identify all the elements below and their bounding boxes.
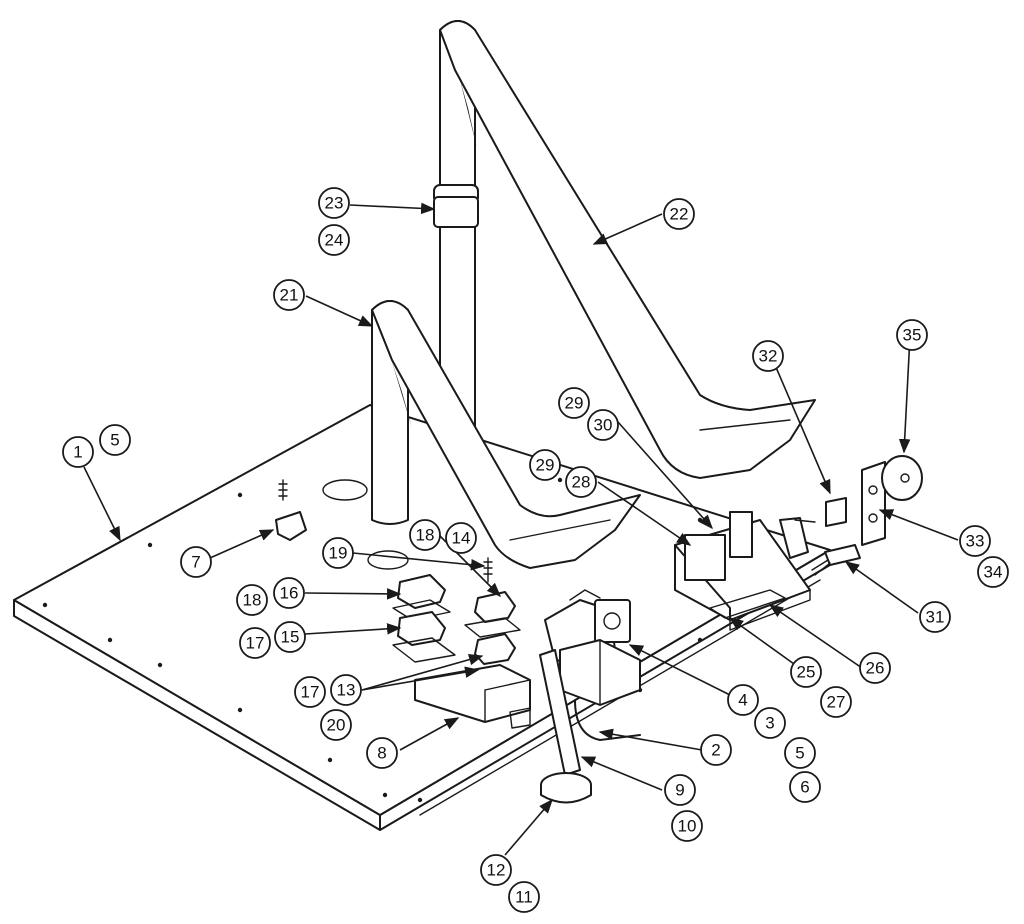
svg-text:16: 16: [280, 584, 299, 603]
callout-22: 22: [663, 198, 695, 230]
callout-8: 8: [366, 737, 398, 769]
svg-text:5: 5: [110, 431, 119, 450]
callout-32: 32: [752, 340, 784, 372]
gas-valve-assembly: [544, 589, 641, 706]
svg-text:1: 1: [73, 443, 82, 462]
svg-text:17: 17: [301, 683, 320, 702]
disc-35: [881, 455, 923, 501]
callout-10: 10: [671, 810, 703, 842]
callout-21: 21: [273, 279, 305, 311]
svg-text:18: 18: [416, 526, 435, 545]
svg-text:3: 3: [765, 714, 774, 733]
svg-text:35: 35: [903, 326, 922, 345]
callout-27: 27: [820, 686, 852, 718]
callout-5: 5: [99, 424, 131, 456]
svg-text:4: 4: [738, 691, 747, 710]
bracket-32: [825, 497, 847, 527]
switch-13: [474, 633, 516, 665]
svg-text:5: 5: [795, 744, 804, 763]
svg-text:7: 7: [191, 553, 200, 572]
svg-text:32: 32: [759, 347, 778, 366]
svg-text:11: 11: [515, 888, 533, 907]
svg-text:23: 23: [325, 194, 344, 213]
svg-text:31: 31: [926, 608, 945, 627]
svg-text:29: 29: [536, 456, 555, 475]
svg-text:28: 28: [572, 473, 591, 492]
callout-16: 16: [273, 577, 305, 609]
svg-text:29: 29: [565, 394, 584, 413]
svg-text:6: 6: [800, 778, 809, 797]
svg-text:34: 34: [984, 563, 1003, 582]
mounting-bracket-8: [414, 664, 531, 729]
part-7-bracket: [275, 479, 307, 541]
switch-15: [392, 611, 456, 663]
svg-text:15: 15: [281, 628, 300, 647]
callout-25: 25: [790, 656, 822, 688]
callout-15: 15: [274, 621, 306, 653]
svg-text:21: 21: [280, 286, 299, 305]
callout-19: 19: [322, 537, 354, 569]
svg-text:8: 8: [377, 744, 386, 763]
svg-text:30: 30: [594, 416, 613, 435]
svg-text:2: 2: [711, 741, 720, 760]
callout-18: 18: [409, 519, 441, 551]
svg-text:33: 33: [966, 532, 985, 551]
bracket-33: [861, 461, 886, 546]
callout-2: 2: [700, 734, 732, 766]
spark-probe-31: [811, 544, 861, 576]
svg-text:14: 14: [452, 529, 471, 548]
callout-14: 14: [445, 522, 477, 554]
svg-text:25: 25: [797, 663, 816, 682]
svg-text:19: 19: [329, 544, 348, 563]
callout-4: 4: [727, 684, 759, 716]
switch-14: [464, 591, 521, 638]
callout-29: 29: [529, 449, 561, 481]
callout-29: 29: [558, 387, 590, 419]
callout-9: 9: [664, 774, 696, 806]
callout-30: 30: [587, 409, 619, 441]
callout-13: 13: [330, 674, 362, 706]
callout-17: 17: [239, 627, 271, 659]
callout-35: 35: [896, 319, 928, 351]
callout-23: 23: [318, 187, 350, 219]
igniter-assembly: [779, 517, 816, 559]
svg-text:22: 22: [670, 205, 689, 224]
callout-5: 5: [784, 737, 816, 769]
svg-text:10: 10: [678, 817, 697, 836]
callout-7: 7: [180, 546, 212, 578]
callout-3: 3: [754, 707, 786, 739]
leader-lines: [83, 202, 959, 856]
callout-28: 28: [565, 466, 597, 498]
part-19-screw: [483, 557, 493, 583]
duct-front: [371, 300, 641, 569]
callout-12: 12: [480, 854, 512, 886]
callout-17: 17: [294, 676, 326, 708]
svg-text:24: 24: [325, 231, 344, 250]
svg-text:12: 12: [487, 861, 506, 880]
control-board-26: [674, 511, 811, 631]
callout-33: 33: [959, 525, 991, 557]
callout-11: 11: [508, 881, 540, 913]
actuator-rod-9: [539, 649, 592, 804]
callout-26: 26: [859, 652, 891, 684]
callout-24: 24: [318, 224, 350, 256]
callout-34: 34: [977, 556, 1009, 588]
svg-text:9: 9: [675, 781, 684, 800]
duct-rear-tall: [433, 20, 816, 479]
svg-text:17: 17: [246, 634, 265, 653]
svg-text:18: 18: [243, 591, 262, 610]
callout-18: 18: [236, 584, 268, 616]
callout-6: 6: [789, 771, 821, 803]
callout-20: 20: [320, 709, 352, 741]
svg-text:27: 27: [827, 693, 846, 712]
svg-text:13: 13: [337, 681, 356, 700]
svg-text:20: 20: [327, 716, 346, 735]
callout-1: 1: [62, 436, 94, 468]
tube-2: [574, 699, 641, 741]
callout-31: 31: [919, 601, 951, 633]
svg-text:26: 26: [866, 659, 885, 678]
